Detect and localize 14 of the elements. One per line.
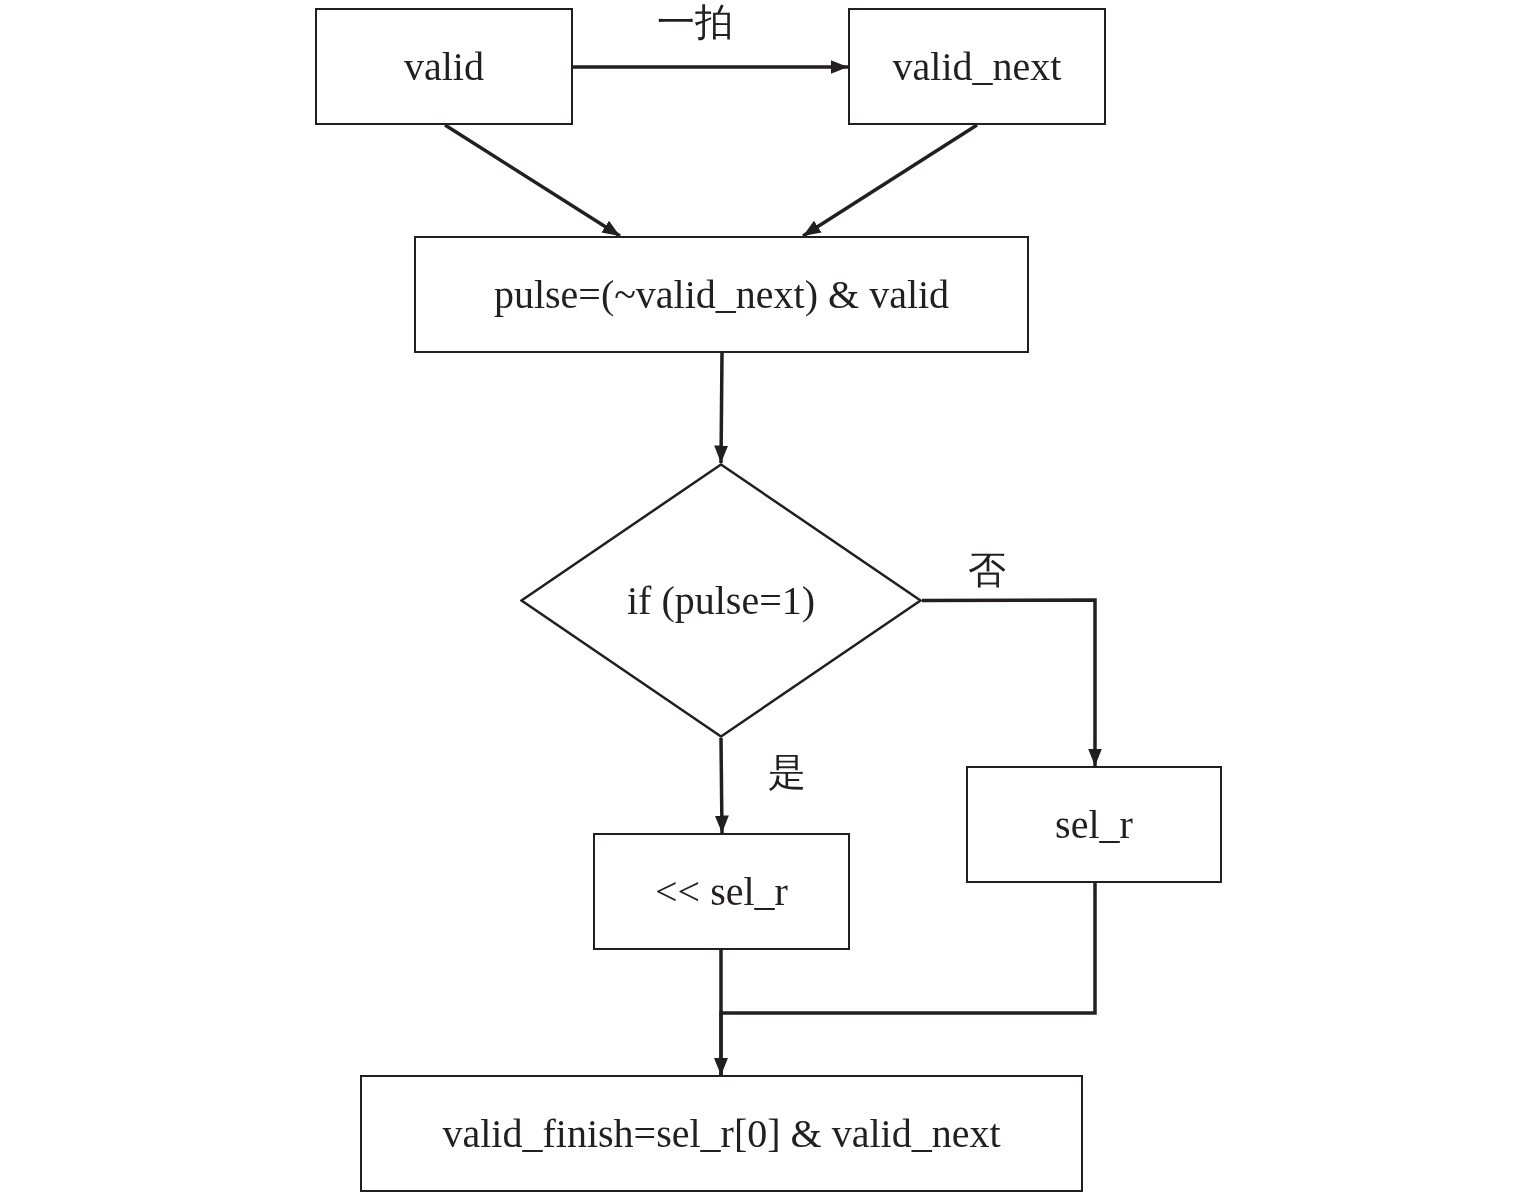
arrow — [714, 883, 1097, 1075]
arrow — [444, 123, 621, 238]
arrow — [714, 738, 729, 833]
process-box: sel_r — [966, 766, 1222, 883]
decision-diamond: if (pulse=1) — [520, 463, 922, 738]
process-box: valid_next — [848, 8, 1106, 125]
arrow — [573, 60, 848, 74]
arrow — [922, 598, 1102, 766]
process-box: valid_finish=sel_r[0] & valid_next — [360, 1075, 1083, 1192]
arrow — [802, 123, 978, 238]
process-box: valid — [315, 8, 573, 125]
process-box: pulse=(~valid_next) & valid — [414, 236, 1029, 353]
arrow — [714, 353, 729, 463]
process-box: << sel_r — [593, 833, 850, 950]
